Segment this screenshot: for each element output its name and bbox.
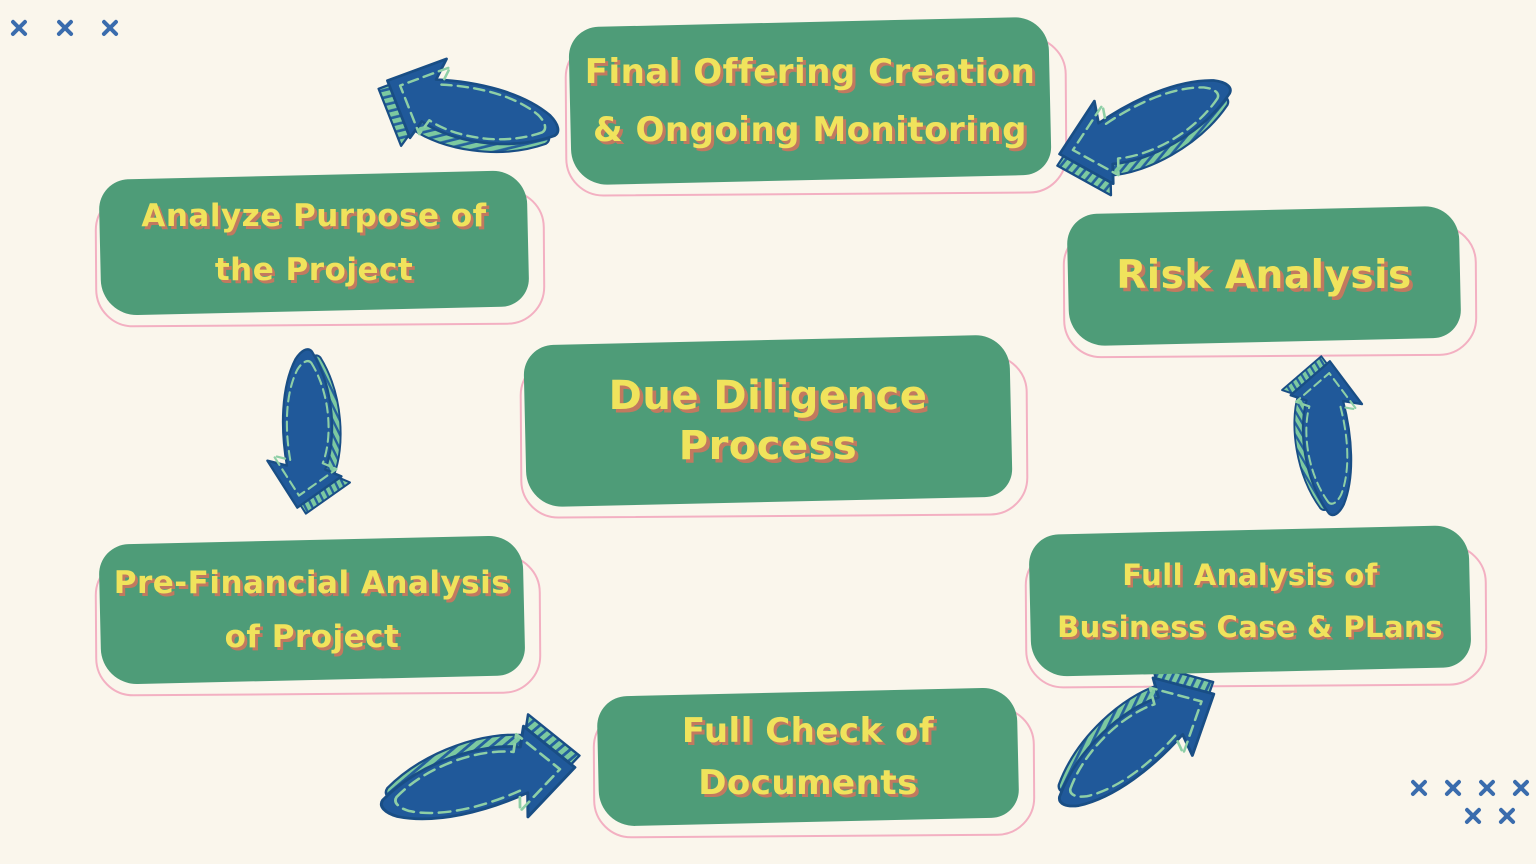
x-decoration-icon — [1512, 779, 1530, 797]
step-full-analysis-business-case: Full Analysis of Business Case & PLans — [1024, 525, 1488, 689]
step-pre-financial-analysis: Pre-Financial Analysis of Project — [94, 535, 542, 697]
x-decoration-icon — [1498, 807, 1516, 825]
step-label-line: Documents — [698, 763, 918, 803]
title-line: Process — [678, 423, 858, 469]
title-line: Due Diligence — [608, 373, 928, 419]
curved-arrow-risk-analysis-to-final-offering-icon — [1040, 58, 1252, 210]
step-final-offering-creation: Final Offering Creation & Ongoing Monito… — [564, 16, 1068, 197]
step-label: Final Offering Creation & Ongoing Monito… — [570, 22, 1050, 180]
step-label-line: Final Offering Creation — [584, 52, 1036, 92]
step-label: Analyze Purpose of the Project — [100, 175, 528, 311]
x-decoration-icon — [101, 19, 119, 37]
curved-arrow-full-analysis-to-risk-analysis-icon — [1276, 353, 1365, 518]
diagram-title-box: Due Diligence Process — [519, 334, 1029, 519]
step-label: Full Check of Documents — [598, 692, 1018, 822]
x-decoration-icon — [1464, 807, 1482, 825]
step-label-line: Full Analysis of — [1122, 558, 1378, 592]
x-decoration-icon — [1444, 779, 1462, 797]
step-label-line: the Project — [214, 252, 414, 288]
step-analyze-purpose: Analyze Purpose of the Project — [94, 170, 546, 328]
x-decoration-icon — [56, 19, 74, 37]
x-decoration-icon — [1410, 779, 1428, 797]
step-label-line: Pre-Financial Analysis — [113, 565, 511, 601]
step-label-line: Analyze Purpose of — [141, 198, 487, 234]
step-label-line: of Project — [224, 619, 400, 655]
step-label-line: Risk Analysis — [1116, 253, 1412, 298]
step-label-line: & Ongoing Monitoring — [593, 110, 1027, 150]
diagram-title: Due Diligence Process — [525, 340, 1011, 502]
curved-arrow-analyze-purpose-to-pre-financial-icon — [260, 344, 367, 520]
step-full-check-documents: Full Check of Documents — [592, 687, 1036, 839]
step-risk-analysis: Risk Analysis — [1062, 205, 1478, 359]
step-label: Risk Analysis — [1068, 210, 1460, 342]
x-decoration-icon — [1478, 779, 1496, 797]
step-label-line: Business Case & PLans — [1057, 610, 1443, 644]
step-label: Full Analysis of Business Case & PLans — [1030, 530, 1470, 672]
step-label-line: Full Check of — [681, 711, 935, 751]
step-label: Pre-Financial Analysis of Project — [100, 540, 524, 680]
curved-arrow-pre-financial-to-full-check-icon — [370, 706, 589, 839]
x-decoration-icon — [10, 19, 28, 37]
